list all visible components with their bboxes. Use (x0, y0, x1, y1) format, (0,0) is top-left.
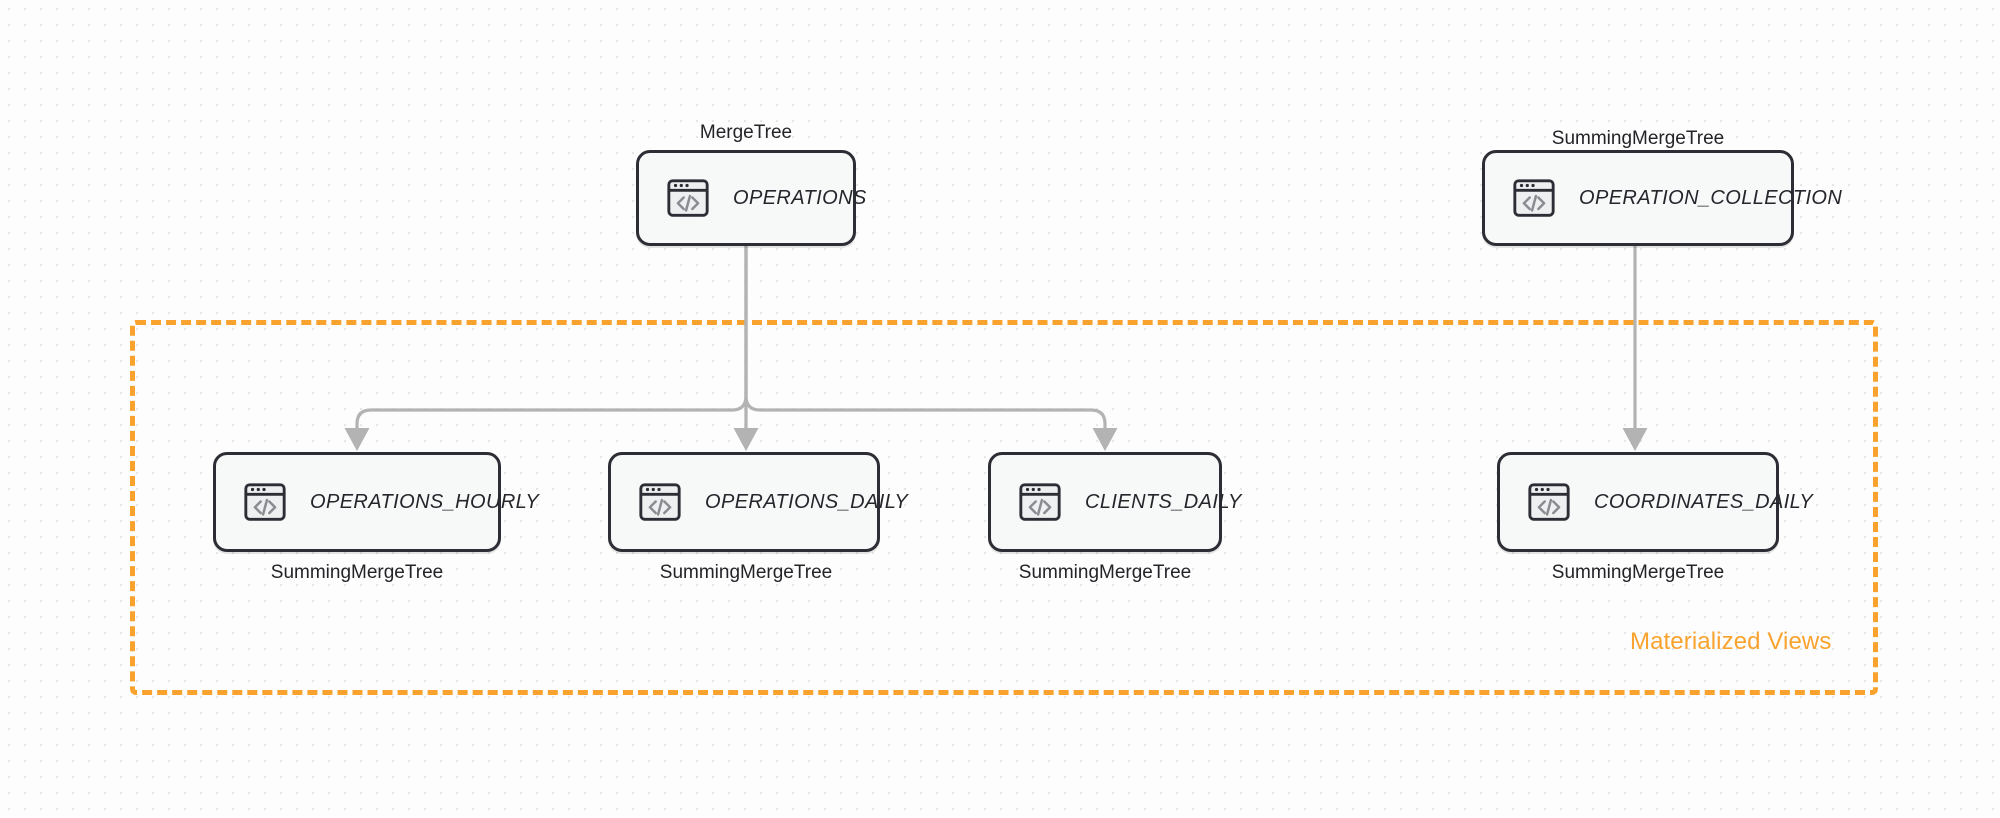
code-window-icon (244, 483, 286, 521)
materialized-views-group-label: Materialized Views (1630, 628, 1832, 655)
node-clients-daily[interactable]: CLIENTS_DAILY (988, 452, 1241, 552)
node-operations-daily[interactable]: OPERATIONS_DAILY (608, 452, 908, 552)
engine-caption-operations: MergeTree (699, 122, 793, 143)
code-window-icon (1513, 179, 1555, 217)
code-window-icon (1019, 483, 1061, 521)
engine-caption-coordinates-daily: SummingMergeTree (1551, 562, 1725, 583)
engine-caption-operations-hourly: SummingMergeTree (270, 562, 444, 583)
engine-caption-operation-collection: SummingMergeTree (1551, 128, 1725, 149)
code-window-icon (1528, 483, 1570, 521)
node-label-operations-hourly: OPERATIONS_HOURLY (310, 490, 540, 513)
node-label-clients-daily: CLIENTS_DAILY (1085, 490, 1242, 513)
node-label-operation-collection: OPERATION_COLLECTION (1579, 186, 1843, 209)
node-operations[interactable]: OPERATIONS (636, 150, 866, 246)
code-window-icon (639, 483, 681, 521)
code-window-icon (667, 179, 709, 217)
node-operations-hourly[interactable]: OPERATIONS_HOURLY (213, 452, 539, 552)
node-operation-collection[interactable]: OPERATION_COLLECTION (1482, 150, 1842, 246)
node-coordinates-daily[interactable]: COORDINATES_DAILY (1497, 452, 1813, 552)
engine-caption-operations-daily: SummingMergeTree (659, 562, 833, 583)
node-label-operations-daily: OPERATIONS_DAILY (705, 490, 909, 513)
engine-caption-clients-daily: SummingMergeTree (1018, 562, 1192, 583)
node-label-operations: OPERATIONS (733, 186, 867, 209)
node-label-coordinates-daily: COORDINATES_DAILY (1594, 490, 1814, 513)
